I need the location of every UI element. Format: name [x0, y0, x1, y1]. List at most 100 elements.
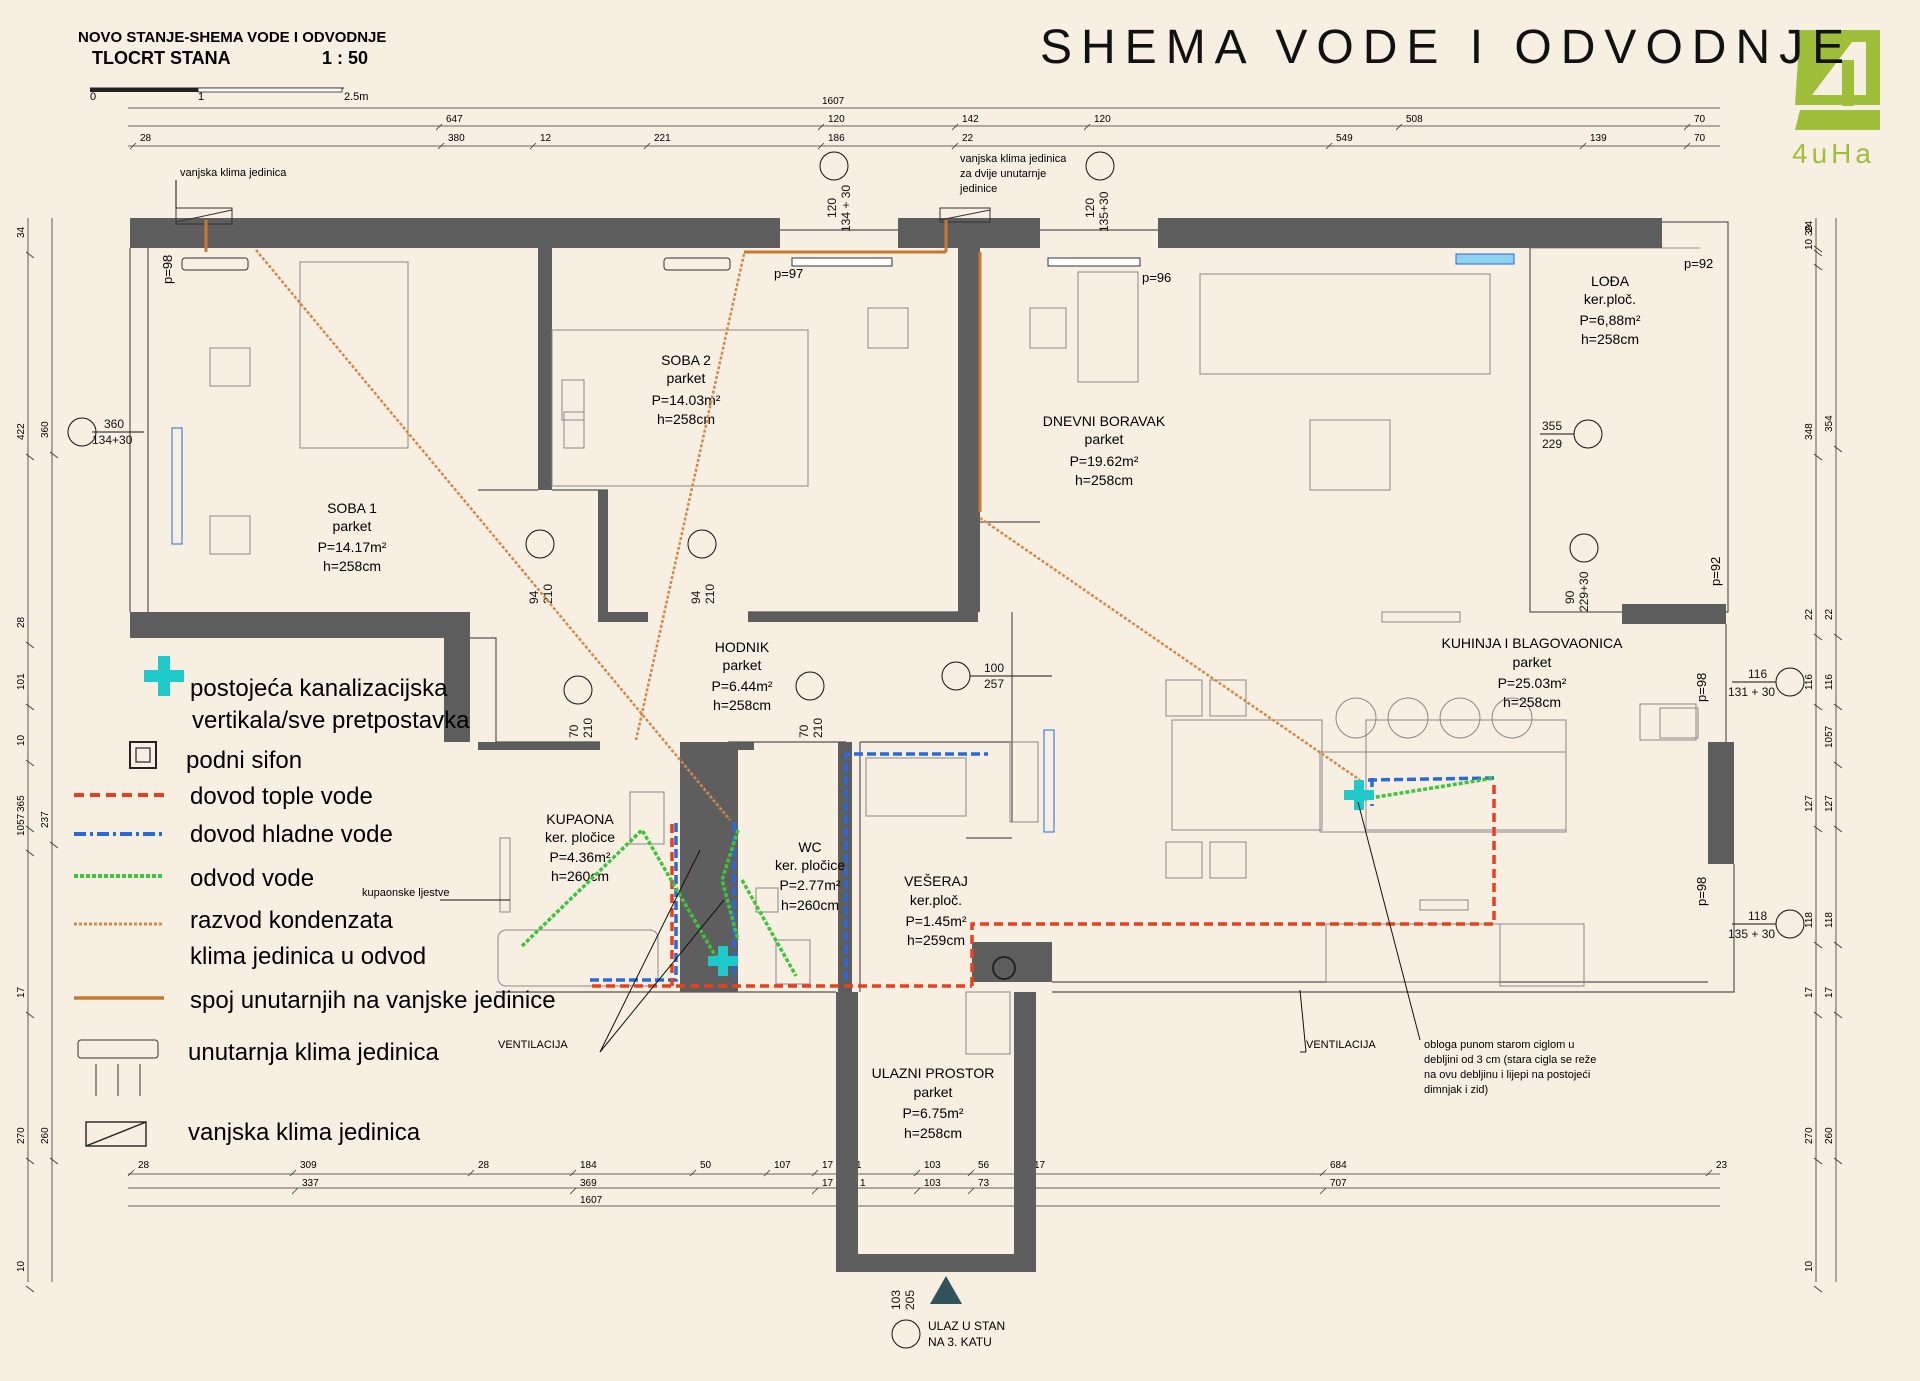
indoor-ac-icon [77, 1039, 159, 1096]
tags: 360 134+30 120 134 + 30 120 135+30 355 2… [67, 151, 1805, 1349]
svg-text:P=4.36m²: P=4.36m² [549, 849, 610, 865]
dimension-label: 24 [1804, 220, 1815, 232]
dimension-label: 12 [540, 133, 552, 144]
dimension-label: 1 [860, 1178, 866, 1189]
scale-bar: 0 1 2.5m [90, 87, 368, 103]
dimension-label: 118 [1804, 912, 1815, 928]
dimension-label: 39 [1804, 224, 1815, 236]
dimension-label: 56 [978, 1160, 990, 1171]
tag-kuh1-a: 116 [1748, 667, 1767, 681]
annot-vent-1: VENTILACIJA [498, 1039, 568, 1051]
legend-drain: odvod vode [190, 865, 314, 892]
tag-win-top2-a: 120 [1083, 198, 1097, 218]
dimension-label: 103 [924, 1178, 941, 1189]
dimension-label: 28 [138, 1160, 150, 1171]
dimension-label: 707 [1330, 1178, 1347, 1189]
annot-outdoor-1: vanjska klima jedinica [180, 167, 287, 179]
tag-door-entry-b: 205 [903, 1290, 917, 1310]
tag-door-soba1-b: 210 [541, 584, 555, 604]
svg-text:HODNIK: HODNIK [715, 639, 770, 655]
walls [130, 218, 1734, 1272]
svg-text:parket: parket [667, 370, 706, 386]
cross-icon [708, 946, 738, 976]
dimension-label: 260 [40, 1127, 51, 1144]
scalebar-2: 2.5m [344, 91, 368, 103]
legend-connection: spoj unutarnjih na vanjske jedinice [190, 987, 556, 1014]
svg-text:ULAZNI PROSTOR: ULAZNI PROSTOR [872, 1065, 995, 1081]
dimension-label: 73 [978, 1178, 990, 1189]
dimension-label: 28 [140, 133, 152, 144]
dimension-label: 28 [16, 616, 27, 628]
dimension-label: 1 [856, 1160, 862, 1171]
svg-text:P=1.45m²: P=1.45m² [905, 913, 966, 929]
tag-door-soba1-a: 94 [527, 590, 541, 604]
tag-win-left-b: 134+30 [92, 433, 133, 447]
dimension-label: 17 [822, 1178, 834, 1189]
drain-verticals [708, 780, 1374, 976]
svg-text:P=6.44m²: P=6.44m² [711, 678, 772, 694]
legend: postojeća kanalizacijska vertikala/sve p… [186, 675, 556, 1146]
tag-door-loda-b: 229+30 [1577, 571, 1591, 612]
tag-door-kupaona-a: 70 [567, 724, 581, 738]
cold-water-lines [590, 752, 1495, 982]
dimension-label: 70 [1694, 133, 1706, 144]
dimension-label: 22 [1824, 608, 1835, 620]
dimension-label: 103 [924, 1160, 941, 1171]
dimension-label: 28 [478, 1160, 490, 1171]
svg-text:parket: parket [723, 657, 762, 673]
dimension-label: 120 [1094, 114, 1111, 125]
room-kuhinja: KUHINJA I BLAGOVAONICAparketP=25.03m²h=2… [1441, 635, 1623, 710]
annot-vent-2: VENTILACIJA [1306, 1039, 1376, 1051]
svg-text:h=258cm: h=258cm [1075, 472, 1133, 488]
tag-kuh2-a: 118 [1748, 909, 1767, 923]
svg-text:KUPAONA: KUPAONA [546, 811, 614, 827]
tag-door-loda-a: 90 [1563, 590, 1577, 604]
legend-vertical-1: postojeća kanalizacijska [190, 675, 448, 702]
tag-door-wc-a: 70 [797, 724, 811, 738]
svg-text:LOĐA: LOĐA [1591, 273, 1630, 289]
svg-text:parket: parket [333, 518, 372, 534]
svg-text:KUHINJA I BLAGOVAONICA: KUHINJA I BLAGOVAONICA [1441, 635, 1623, 651]
indoor-ac-icon [1043, 729, 1055, 833]
svg-text:P=19.62m²: P=19.62m² [1070, 453, 1139, 469]
dimension-label: 508 [1406, 114, 1423, 125]
dimension-label: 360 [40, 421, 51, 438]
indoor-ac-icon [181, 257, 249, 271]
label-p98-left: p=98 [160, 255, 175, 284]
dimension-label: 184 [580, 1160, 597, 1171]
tag-win-left-a: 360 [104, 417, 124, 431]
dimension-label: 17 [822, 1160, 834, 1171]
annot-chimney-3: na ovu debljinu i lijepi na postojeći [1424, 1069, 1590, 1081]
dimension-label: 10 [16, 1260, 27, 1272]
dimension-label: 1057 [1824, 725, 1835, 748]
drain-lines [520, 776, 1495, 977]
dimension-label: 22 [962, 133, 974, 144]
svg-text:SOBA 2: SOBA 2 [661, 352, 711, 368]
annot-entrance-2: NA 3. KATU [928, 1335, 992, 1349]
legend-condensate-2: klima jedinica u odvod [190, 943, 426, 970]
svg-text:parket: parket [1513, 654, 1552, 670]
svg-text:P=14.17m²: P=14.17m² [318, 539, 387, 555]
outdoor-ac-icon [85, 1121, 147, 1147]
dimension-label: 127 [1824, 795, 1835, 812]
tag-door-boravak-b: 257 [984, 677, 1004, 691]
svg-text:h=260cm: h=260cm [781, 897, 839, 913]
dimension-label: 369 [580, 1178, 597, 1189]
annot-chimney-4: dimnjak i zid) [1424, 1084, 1488, 1096]
dimension-label: 50 [700, 1160, 712, 1171]
svg-text:h=258cm: h=258cm [713, 697, 771, 713]
dimension-label: 107 [774, 1160, 791, 1171]
annot-entrance-1: ULAZ U STAN [928, 1319, 1005, 1333]
chimney-circle [992, 956, 1016, 980]
plan-labels: p=98 p=97 p=96 p=92 p=92 p=98 p=98 [160, 255, 1723, 906]
label-p97: p=97 [774, 266, 803, 281]
label-p96: p=96 [1142, 270, 1171, 285]
svg-text:h=258cm: h=258cm [1581, 331, 1639, 347]
tag-win-top2-b: 135+30 [1097, 191, 1111, 232]
dimension-label: 142 [962, 114, 979, 125]
label-p98-right2: p=98 [1694, 877, 1709, 906]
